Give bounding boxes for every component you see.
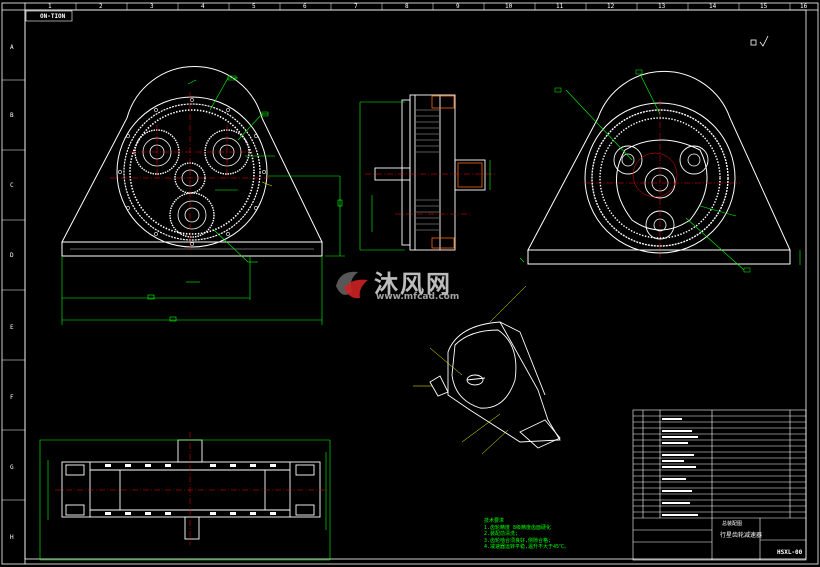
front-view [61, 66, 345, 325]
zone-top-4: 4 [201, 3, 205, 10]
side-section-view [359, 94, 495, 251]
zone-top-13: 13 [658, 3, 666, 10]
notes-line-3: 3.齿轮啮合须良好,侧隙合格; [484, 537, 552, 544]
mfcad-logo-icon [336, 271, 368, 299]
zone-left-f: F [10, 394, 14, 401]
zone-top-2: 2 [99, 3, 103, 10]
zone-top-8: 8 [405, 3, 409, 10]
zone-top-5: 5 [252, 3, 256, 10]
isometric-leaders [413, 285, 527, 455]
notes-heading: 技术要求 [484, 518, 505, 524]
technical-notes: 技术要求 1.齿轮精度 8级精度齿面硬化 2.装配前清洗; 3.齿轮啮合须良好,… [484, 518, 569, 551]
zone-left-e: E [10, 324, 14, 331]
notes-line-1: 1.齿轮精度 8级精度齿面硬化 [484, 524, 552, 531]
title-block-name: 行星齿轮减速器 [720, 532, 763, 539]
zone-top-3: 3 [150, 3, 154, 10]
surface-finish-icon [750, 35, 769, 47]
zone-top-9: 9 [456, 3, 460, 10]
watermark-url: www.mfcad.com [376, 292, 460, 302]
back-view [519, 70, 801, 271]
zone-ticks-top [75, 3, 791, 10]
zone-top-1: 1 [48, 3, 52, 10]
parts-list-table [632, 409, 807, 561]
zone-left-b: B [10, 112, 14, 119]
zone-left-g: G [10, 464, 14, 471]
zone-left-d: D [10, 252, 14, 259]
zone-top-16: 16 [800, 3, 808, 10]
zone-top-6: 6 [303, 3, 307, 10]
zone-ticks-left [2, 79, 25, 501]
title-block-drawing-no: HSXL-00 [777, 549, 803, 556]
isometric-view [429, 321, 561, 449]
code-tab-box [25, 10, 73, 22]
top-view [39, 432, 331, 561]
small-labels [227, 69, 751, 273]
zone-top-10: 10 [505, 3, 513, 10]
zone-top-15: 15 [760, 3, 768, 10]
title-block-designer: 总装配图 [722, 521, 743, 527]
notes-line-4: 4.减速器运转平稳,温升不大于45℃。 [484, 544, 570, 550]
drawing-code-tab: ON-TION [40, 13, 66, 20]
parts-list-fills [662, 418, 698, 516]
watermark-brand: 沐风网 [374, 270, 452, 298]
zone-left-h: H [10, 534, 14, 541]
zone-left-c: C [10, 182, 14, 189]
notes-line-2: 2.装配前清洗; [484, 531, 519, 537]
zone-left-a: A [10, 44, 14, 51]
zone-top-11: 11 [556, 3, 564, 10]
zone-top-12: 12 [607, 3, 615, 10]
zone-top-7: 7 [354, 3, 358, 10]
zone-top-14: 14 [709, 3, 717, 10]
